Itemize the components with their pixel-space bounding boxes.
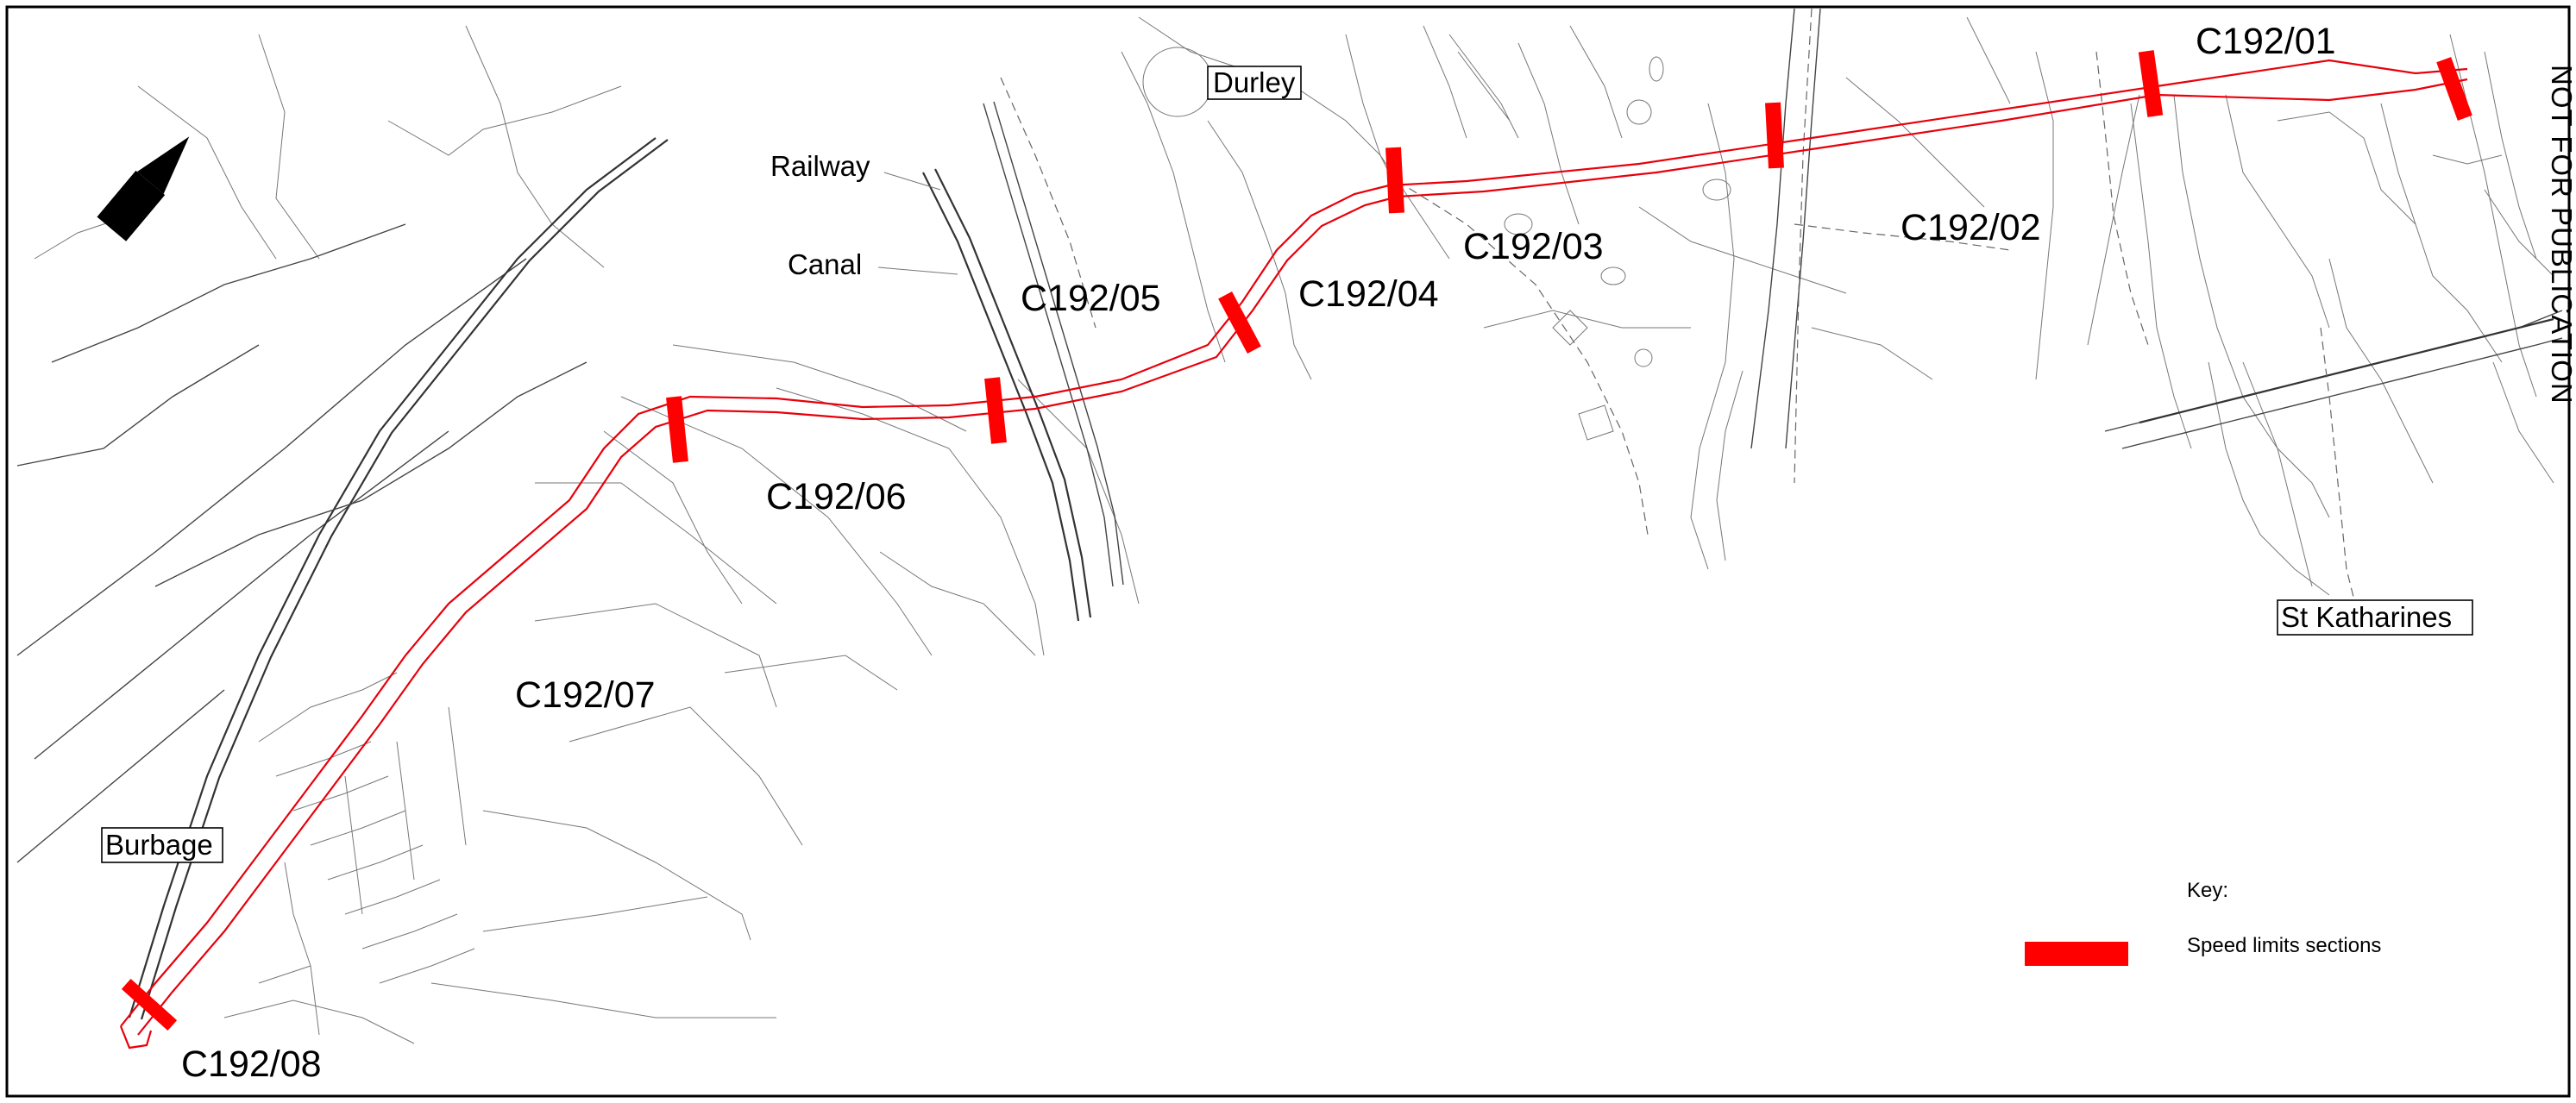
section-label-c192-05: C192/05 (1021, 278, 1161, 319)
place-box-durley (1207, 66, 1302, 100)
place-box-st-katharines (2277, 599, 2473, 636)
section-label-c192-06: C192/06 (766, 476, 907, 517)
section-label-c192-01: C192/01 (2196, 21, 2336, 62)
place-label-durley: Durley (1213, 66, 1296, 98)
north-arrow-icon (136, 136, 190, 194)
route-loop-west (119, 1025, 153, 1050)
map-frame (5, 5, 2571, 1098)
section-boundary-marker (984, 377, 1007, 444)
section-boundary-marker (1385, 147, 1404, 214)
section-label-c192-02: C192/02 (1901, 207, 2041, 248)
section-boundary-marker (2138, 50, 2164, 117)
route-line-east (137, 78, 2468, 1036)
section-label-c192-04: C192/04 (1298, 273, 1439, 315)
section-label-c192-08: C192/08 (181, 1043, 322, 1085)
section-boundary-marker (121, 978, 178, 1031)
background-linework (16, 8, 2563, 1044)
section-boundary-marker (1218, 291, 1261, 354)
publication-notice: NOT FOR PUBLICATION (2546, 65, 2576, 404)
section-boundary-marker (2436, 57, 2472, 121)
canal-label: Canal (788, 248, 862, 280)
key-swatch (2025, 942, 2128, 966)
place-label-st-katharines: St Katharines (2281, 601, 2452, 633)
section-boundary-marker (1765, 102, 1784, 169)
key-speed-limit-label: Speed limits sections (2187, 934, 2381, 957)
section-label-c192-07: C192/07 (515, 674, 656, 716)
feature-leaders (877, 172, 958, 275)
section-markers (121, 50, 2472, 1031)
map-key: Key: Speed limits sections (2025, 879, 2381, 966)
place-label-burbage: Burbage (105, 829, 213, 861)
section-boundary-marker (666, 396, 688, 463)
section-label-c192-03: C192/03 (1463, 226, 1604, 267)
railway-label: Railway (770, 150, 870, 182)
place-box-burbage (101, 827, 223, 863)
north-arrow: N (97, 136, 190, 241)
key-title: Key: (2187, 879, 2228, 902)
